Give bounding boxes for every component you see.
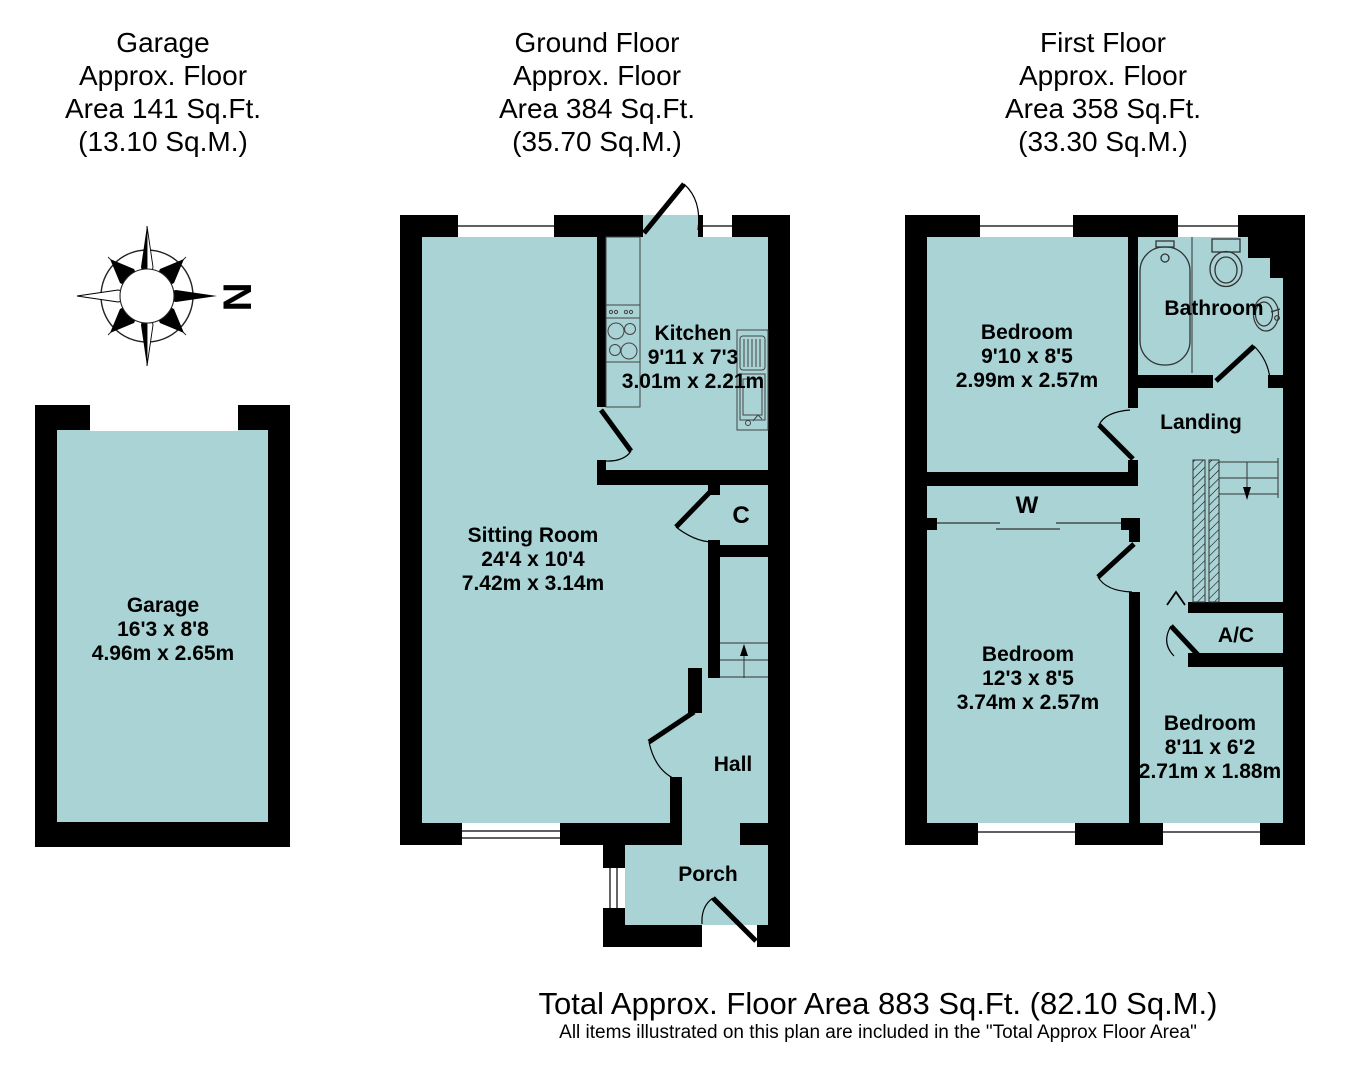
- door-swing: [1096, 344, 1271, 658]
- room-dims-m: 3.01m x 2.21m: [621, 370, 765, 393]
- room-name: Bedroom: [980, 321, 1074, 344]
- total-floor-area: Total Approx. Floor Area 883 Sq.Ft. (82.…: [538, 986, 1218, 1021]
- sitting-room-label: Sitting Room 24'4 x 10'4 7.42m x 3.14m: [462, 524, 604, 596]
- toilet-icon: [1209, 238, 1243, 288]
- header-line: First Floor: [1039, 27, 1166, 58]
- room-dims-m: 2.71m x 1.88m: [1138, 760, 1282, 783]
- airing-cupboard-label: A/C: [1217, 624, 1255, 647]
- bedroom3-label: Bedroom 8'11 x 6'2 2.71m x 1.88m: [1139, 712, 1281, 784]
- header-line: Garage: [116, 27, 210, 58]
- wardrobe-label: W: [1015, 492, 1039, 519]
- bathtub-icon: [1139, 240, 1191, 366]
- room-dims-ft: 9'11 x 7'3: [647, 346, 739, 369]
- hob-icon: [605, 236, 641, 408]
- stairs-down-icon: [1192, 458, 1279, 603]
- first-floor-header: First Floor Approx. Floor Area 358 Sq.Ft…: [1005, 26, 1201, 158]
- bedroom1-label: Bedroom 9'10 x 8'5 2.99m x 2.57m: [956, 321, 1098, 393]
- compass-north-label: N: [214, 282, 259, 312]
- ground-floor-plan: [400, 182, 790, 947]
- room-dims-ft: 16'3 x 8'8: [117, 618, 209, 641]
- door-swing: [598, 182, 758, 943]
- garage-room-label: Garage 16'3 x 8'8 4.96m x 2.65m: [92, 594, 234, 666]
- header-line: Approx. Floor: [512, 60, 682, 91]
- window: [978, 215, 1260, 845]
- header-line: Approx. Floor: [78, 60, 248, 91]
- room-name: Garage: [126, 594, 200, 617]
- ground-floor-header: Ground Floor Approx. Floor Area 384 Sq.F…: [499, 26, 695, 158]
- header-line: (35.70 Sq.M.): [512, 126, 682, 157]
- garage-header: Garage Approx. Floor Area 141 Sq.Ft. (13…: [65, 26, 261, 158]
- room-name: Bedroom: [1163, 712, 1257, 735]
- room-dims-ft: 24'4 x 10'4: [481, 548, 585, 571]
- garage-plan: [35, 405, 290, 847]
- floor-area-disclaimer: All items illustrated on this plan are i…: [559, 1022, 1197, 1043]
- header-line: (13.10 Sq.M.): [78, 126, 248, 157]
- stairs-up-icon: [720, 642, 768, 678]
- room-dims-m: 2.99m x 2.57m: [955, 369, 1099, 392]
- header-line: Ground Floor: [514, 27, 680, 58]
- room-dims-m: 7.42m x 3.14m: [461, 572, 605, 595]
- kitchen-sink-icon: [736, 329, 769, 431]
- wardrobe-sliding-doors: [937, 522, 1121, 530]
- room-dims-ft: 8'11 x 6'2: [1164, 736, 1256, 759]
- bathroom-label: Bathroom: [1164, 297, 1264, 320]
- room-name: Kitchen: [654, 322, 732, 345]
- compass-rose-icon: [76, 225, 217, 367]
- room-name: Sitting Room: [467, 524, 599, 547]
- header-line: Area 141 Sq.Ft.: [64, 93, 262, 124]
- garage-door-opening: [90, 405, 238, 431]
- window: [458, 215, 732, 908]
- bedroom2-label: Bedroom 12'3 x 8'5 3.74m x 2.57m: [957, 643, 1099, 715]
- header-line: Approx. Floor: [1018, 60, 1188, 91]
- kitchen-label: Kitchen 9'11 x 7'3 3.01m x 2.21m: [622, 322, 764, 394]
- porch-label: Porch: [678, 863, 738, 886]
- room-dims-ft: 12'3 x 8'5: [982, 667, 1074, 690]
- header-line: Area 358 Sq.Ft.: [1004, 93, 1202, 124]
- hall-label: Hall: [713, 753, 753, 776]
- room-dims-m: 4.96m x 2.65m: [91, 642, 235, 665]
- header-line: Area 384 Sq.Ft.: [498, 93, 696, 124]
- landing-label: Landing: [1160, 411, 1242, 434]
- room-name: Bedroom: [981, 643, 1075, 666]
- cupboard-label: C: [732, 502, 750, 529]
- room-dims-m: 3.74m x 2.57m: [956, 691, 1100, 714]
- room-dims-ft: 9'10 x 8'5: [981, 345, 1073, 368]
- first-floor-plan: [905, 215, 1305, 845]
- basin-icon: [1252, 296, 1281, 332]
- header-line: (33.30 Sq.M.): [1018, 126, 1188, 157]
